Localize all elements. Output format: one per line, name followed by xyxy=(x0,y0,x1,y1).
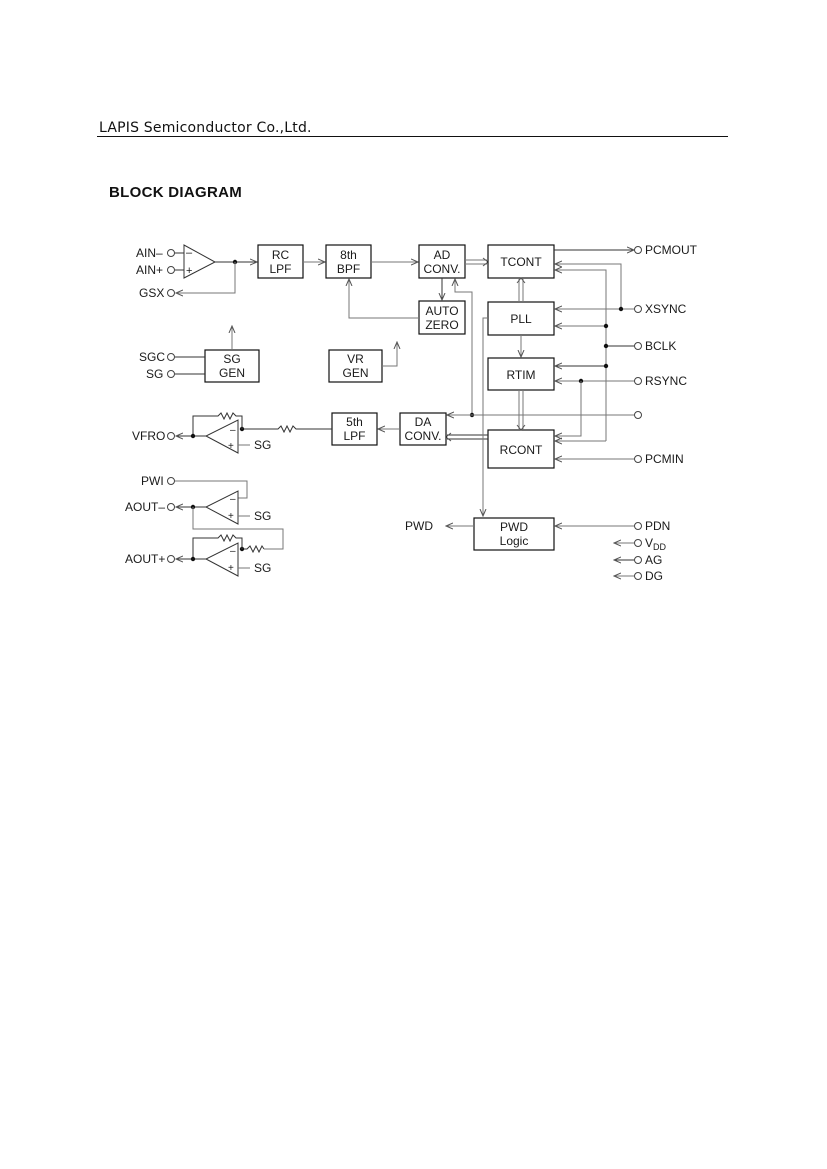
pin-sgc xyxy=(167,353,175,361)
label-ain-minus: AIN– xyxy=(136,246,163,260)
block-auto-zero: AUTO ZERO xyxy=(418,300,466,335)
svg-text:GEN: GEN xyxy=(342,366,368,380)
svg-text:SG: SG xyxy=(254,438,271,452)
pin-ag xyxy=(634,556,642,564)
svg-text:Logic: Logic xyxy=(500,534,529,548)
pin-rsync xyxy=(634,377,642,385)
pin-pdn xyxy=(634,522,642,530)
svg-text:SG: SG xyxy=(254,561,271,575)
svg-text:VR: VR xyxy=(347,352,364,366)
pin-pcmin xyxy=(634,455,642,463)
svg-text:AUTO: AUTO xyxy=(425,304,458,318)
label-pwd-output: PWD xyxy=(405,519,433,533)
label-sgc: SGC xyxy=(139,350,165,364)
svg-text:SG: SG xyxy=(223,352,240,366)
svg-text:–: – xyxy=(230,425,236,436)
pin-aout-minus xyxy=(167,503,175,511)
label-aout-plus: AOUT+ xyxy=(125,552,165,566)
label-sg: SG xyxy=(146,367,163,381)
svg-text:RTIM: RTIM xyxy=(506,368,535,382)
block-rtim: RTIM xyxy=(487,357,555,391)
block-vr-gen: VR GEN xyxy=(328,349,383,383)
svg-text:+: + xyxy=(228,511,234,522)
label-pwi: PWI xyxy=(141,474,164,488)
aout-plus-opamp: – + SG xyxy=(176,533,271,577)
pin-pwi xyxy=(167,477,175,485)
svg-text:DA: DA xyxy=(415,415,432,429)
pin-pcmout xyxy=(634,246,642,254)
label-aout-minus: AOUT– xyxy=(125,500,165,514)
svg-text:RCONT: RCONT xyxy=(500,443,543,457)
label-dg: DG xyxy=(645,569,663,583)
block-5th-lpf: 5th LPF xyxy=(331,412,378,446)
block-pwd-logic: PWD Logic xyxy=(473,517,555,551)
svg-text:LPF: LPF xyxy=(269,262,291,276)
block-rcont: RCONT xyxy=(487,429,555,469)
label-xsync: XSYNC xyxy=(645,302,687,316)
svg-text:ZERO: ZERO xyxy=(425,318,458,332)
svg-text:SG: SG xyxy=(254,509,271,523)
svg-text:+: + xyxy=(228,441,234,452)
pin-sg xyxy=(167,370,175,378)
header-divider xyxy=(97,136,728,137)
pin-dg xyxy=(634,572,642,580)
opamp-plus-sign: + xyxy=(186,265,192,277)
svg-text:LPF: LPF xyxy=(343,429,365,443)
label-pcmout: PCMOUT xyxy=(645,243,698,257)
svg-text:CONV.: CONV. xyxy=(424,262,461,276)
vfro-opamp: – + SG xyxy=(176,411,271,454)
block-rc-lpf: RC LPF xyxy=(257,244,304,279)
pin-vdd xyxy=(634,539,642,547)
svg-text:BPF: BPF xyxy=(337,262,360,276)
section-title: BLOCK DIAGRAM xyxy=(109,184,243,201)
svg-text:PLL: PLL xyxy=(510,312,532,326)
svg-text:TCONT: TCONT xyxy=(500,255,542,269)
block-tcont: TCONT xyxy=(487,244,555,279)
label-rsync: RSYNC xyxy=(645,374,687,388)
label-ain-plus: AIN+ xyxy=(136,263,163,277)
pin-unlabeled xyxy=(634,411,642,419)
label-vdd: VDD xyxy=(645,536,667,552)
input-opamp xyxy=(183,244,217,279)
block-pll: PLL xyxy=(487,301,555,336)
pin-vfro xyxy=(167,432,175,440)
block-ad-conv: AD CONV. xyxy=(418,244,466,279)
pin-gsx xyxy=(167,289,175,297)
svg-text:5th: 5th xyxy=(346,415,363,429)
svg-text:+: + xyxy=(228,563,234,574)
label-ag: AG xyxy=(645,553,662,567)
pin-aout-plus xyxy=(167,555,175,563)
aout-minus-opamp: – + SG xyxy=(176,490,284,550)
pin-ain-minus xyxy=(167,249,175,257)
label-vfro: VFRO xyxy=(132,429,165,443)
opamp-minus-sign: – xyxy=(186,247,193,259)
svg-text:PWD: PWD xyxy=(500,520,528,534)
label-bclk: BCLK xyxy=(645,339,676,353)
block-sg-gen: SG GEN xyxy=(204,349,260,383)
block-8th-bpf: 8th BPF xyxy=(325,244,372,279)
svg-text:8th: 8th xyxy=(340,248,357,262)
pin-xsync xyxy=(634,305,642,313)
block-da-conv: DA CONV. xyxy=(399,412,447,446)
svg-text:GEN: GEN xyxy=(219,366,245,380)
svg-text:RC: RC xyxy=(272,248,290,262)
input-amplifier: – + xyxy=(175,244,257,293)
label-pcmin: PCMIN xyxy=(645,452,684,466)
company-header: LAPIS Semiconductor Co.,Ltd. xyxy=(99,120,312,136)
label-pdn: PDN xyxy=(645,519,670,533)
pin-bclk xyxy=(634,342,642,350)
svg-text:CONV.: CONV. xyxy=(405,429,442,443)
svg-text:AD: AD xyxy=(434,248,451,262)
svg-text:–: – xyxy=(230,494,236,505)
pin-ain-plus xyxy=(167,266,175,274)
svg-text:–: – xyxy=(230,546,236,557)
label-gsx: GSX xyxy=(139,286,164,300)
